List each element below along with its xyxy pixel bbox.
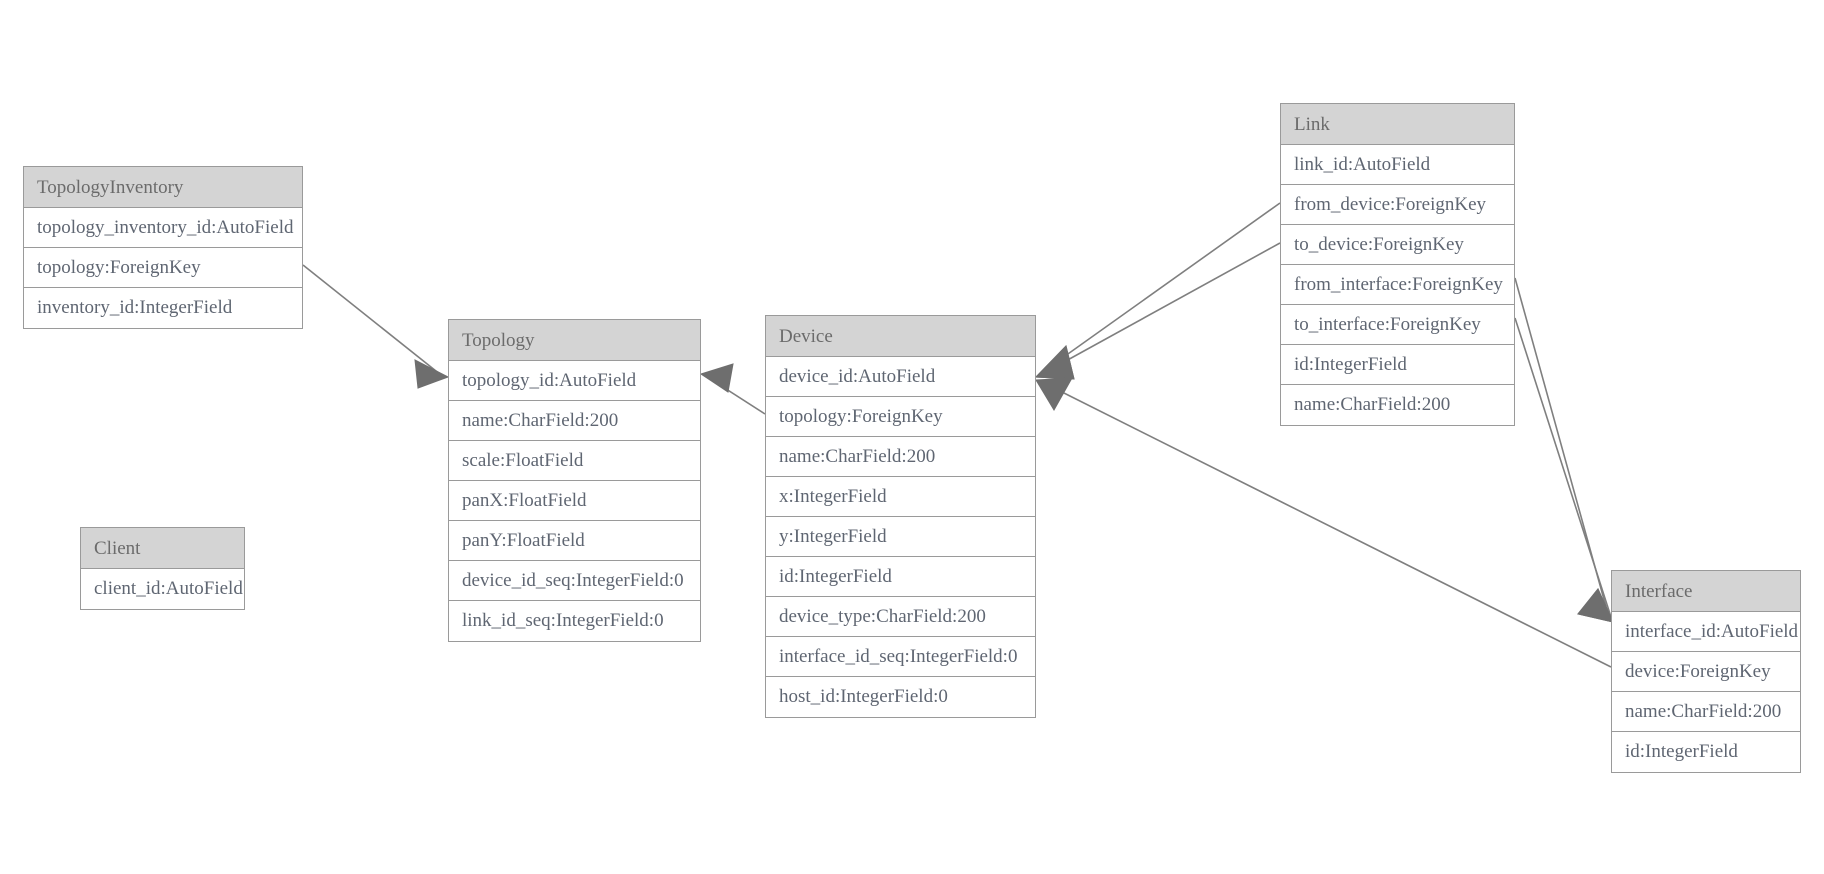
field-row[interactable]: x:IntegerField [766,477,1035,517]
relationship-arrowhead [1034,344,1075,380]
relationship-device-topology [699,363,766,415]
relationship-arrowhead [699,363,734,393]
field-row[interactable]: link_id:AutoField [1281,145,1514,185]
field-row[interactable]: host_id:IntegerField:0 [766,677,1035,717]
entity-header-link: Link [1281,104,1514,145]
entity-header-client: Client [81,528,244,569]
field-row[interactable]: name:CharField:200 [1612,692,1800,732]
field-row[interactable]: id:IntegerField [1612,732,1800,772]
relationship-line [1045,383,1612,668]
relationship-arrowhead [1035,377,1073,411]
relationship-link-to-interface [1514,317,1614,623]
relationship-arrowhead [1577,588,1614,623]
field-row[interactable]: y:IntegerField [766,517,1035,557]
field-row[interactable]: from_device:ForeignKey [1281,185,1514,225]
field-row[interactable]: client_id:AutoField [81,569,244,609]
field-row[interactable]: to_device:ForeignKey [1281,225,1514,265]
field-row[interactable]: name:CharField:200 [1281,385,1514,425]
relationship-arrowhead [1034,344,1075,380]
relationship-link-from-device [1034,202,1281,380]
entity-header-topology: Topology [449,320,700,361]
field-row[interactable]: interface_id:AutoField [1612,612,1800,652]
entity-header-device: Device [766,316,1035,357]
field-row[interactable]: panY:FloatField [449,521,700,561]
field-row[interactable]: to_interface:ForeignKey [1281,305,1514,345]
relationship-arrowhead [414,359,450,389]
field-row[interactable]: device_id:AutoField [766,357,1035,397]
relationship-line [302,264,442,376]
field-row[interactable]: scale:FloatField [449,441,700,481]
field-row[interactable]: device_type:CharField:200 [766,597,1035,637]
field-row[interactable]: id:IntegerField [766,557,1035,597]
field-row[interactable]: name:CharField:200 [766,437,1035,477]
entity-header-topology_inventory: TopologyInventory [24,167,302,208]
field-row[interactable]: id:IntegerField [1281,345,1514,385]
field-row[interactable]: link_id_seq:IntegerField:0 [449,601,700,641]
field-row[interactable]: topology:ForeignKey [766,397,1035,437]
relationship-line [1043,242,1281,374]
field-row[interactable]: topology:ForeignKey [24,248,302,288]
relationship-link-from-interface [1514,277,1614,623]
field-row[interactable]: name:CharField:200 [449,401,700,441]
field-row[interactable]: device:ForeignKey [1612,652,1800,692]
entity-header-interface: Interface [1612,571,1800,612]
entity-fields-client: client_id:AutoField [81,569,244,609]
field-row[interactable]: inventory_id:IntegerField [24,288,302,328]
relationship-line [708,377,766,415]
relationship-arrowhead [1577,588,1614,623]
field-row[interactable]: panX:FloatField [449,481,700,521]
field-row[interactable]: topology_inventory_id:AutoField [24,208,302,248]
field-row[interactable]: device_id_seq:IntegerField:0 [449,561,700,601]
relationship-link-to-device [1034,242,1281,380]
relationship-topologyinventory-topology [302,264,450,389]
relationship-line [1514,317,1612,618]
field-row[interactable]: from_interface:ForeignKey [1281,265,1514,305]
field-row[interactable]: interface_id_seq:IntegerField:0 [766,637,1035,677]
relationship-line [1043,202,1281,372]
relationship-line [1514,277,1609,615]
field-row[interactable]: topology_id:AutoField [449,361,700,401]
